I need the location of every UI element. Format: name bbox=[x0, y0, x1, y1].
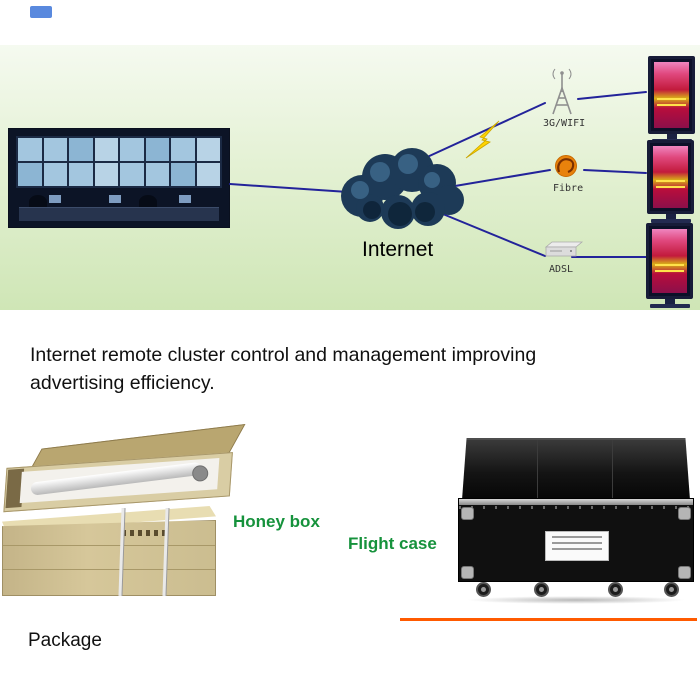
desk-monitor bbox=[49, 195, 61, 203]
kiosk-display-3 bbox=[646, 223, 693, 308]
connection-lines bbox=[229, 91, 647, 258]
fibre-label: Fibre bbox=[553, 183, 583, 194]
adsl-label: ADSL bbox=[549, 264, 573, 275]
control-room-photo bbox=[8, 128, 230, 228]
wifi-label: 3G/WIFI bbox=[543, 118, 585, 129]
desk-monitor bbox=[179, 195, 191, 203]
internet-cloud-icon bbox=[341, 148, 464, 229]
cctv-video-wall bbox=[16, 136, 222, 188]
caster-wheel bbox=[608, 582, 623, 597]
case-label-plate bbox=[545, 531, 609, 561]
operator-silhouette bbox=[29, 195, 47, 209]
kiosk-display-2 bbox=[647, 140, 694, 223]
caption-text: Internet remote cluster control and mana… bbox=[30, 344, 537, 395]
antenna-icon bbox=[552, 68, 572, 115]
case-body bbox=[458, 498, 694, 582]
kiosk-screen bbox=[652, 229, 687, 293]
honey-box-label: Honey box bbox=[233, 512, 320, 531]
flight-case-photo bbox=[458, 438, 696, 606]
honey-box-closed-photo bbox=[2, 506, 216, 598]
accent-divider-line bbox=[400, 618, 697, 621]
operator-silhouette bbox=[139, 195, 157, 209]
caster-wheel bbox=[534, 582, 549, 597]
control-desk bbox=[19, 207, 219, 221]
shipping-marks bbox=[122, 530, 168, 536]
caster-wheel bbox=[476, 582, 491, 597]
watermark-logo bbox=[30, 6, 52, 18]
network-diagram-svg: 3G/WIFI Fibre ADSL bbox=[229, 68, 647, 275]
lightning-bolt-icon bbox=[465, 120, 500, 159]
kiosk-screen bbox=[653, 146, 688, 208]
modem-icon bbox=[544, 241, 584, 257]
fibre-coil-icon bbox=[555, 155, 577, 177]
kiosk-screen bbox=[654, 62, 689, 128]
internet-label: Internet bbox=[362, 238, 434, 261]
case-lid bbox=[462, 438, 690, 500]
package-section-label: Package bbox=[28, 630, 102, 651]
box-front-face bbox=[2, 520, 216, 596]
flight-case-label: Flight case bbox=[348, 534, 437, 553]
kiosk-display-1 bbox=[648, 56, 695, 143]
desk-monitor bbox=[109, 195, 121, 203]
caster-wheel bbox=[664, 582, 679, 597]
honey-box-open-photo bbox=[2, 423, 246, 516]
